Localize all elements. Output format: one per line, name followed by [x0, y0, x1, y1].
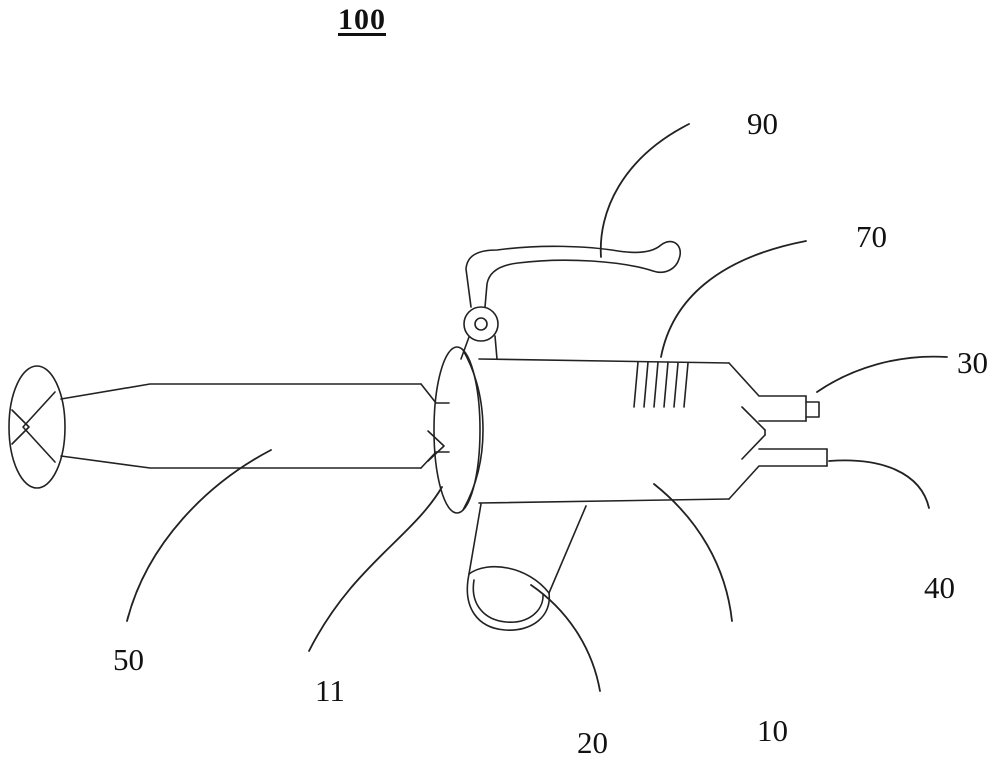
leader-70 — [660, 240, 807, 358]
ref-label-70: 70 — [856, 219, 887, 254]
leader-20 — [530, 584, 601, 692]
leader-30 — [816, 355, 948, 393]
leader-11 — [308, 486, 443, 652]
device-body — [478, 358, 828, 504]
ref-label-11: 11 — [315, 673, 345, 708]
leader-50 — [126, 449, 272, 622]
barrel — [60, 383, 450, 469]
figure-number: 100 — [338, 3, 386, 36]
ref-label-10: 10 — [757, 713, 788, 748]
hatching — [633, 361, 689, 408]
pivot-hole — [474, 317, 488, 331]
leader-10 — [653, 483, 733, 622]
plunger-end-cap — [8, 365, 66, 489]
ref-label-40: 40 — [924, 570, 955, 605]
ref-label-50: 50 — [113, 642, 144, 677]
leader-90 — [599, 123, 690, 258]
leader-lines — [126, 123, 948, 692]
ref-label-30: 30 — [957, 345, 988, 380]
trigger-lever — [460, 240, 681, 360]
outlet-spout — [466, 503, 587, 631]
ref-label-90: 90 — [747, 106, 778, 141]
pivot-circle — [463, 306, 499, 342]
ref-label-20: 20 — [577, 725, 608, 760]
flange — [433, 346, 484, 514]
leader-40 — [828, 459, 930, 509]
